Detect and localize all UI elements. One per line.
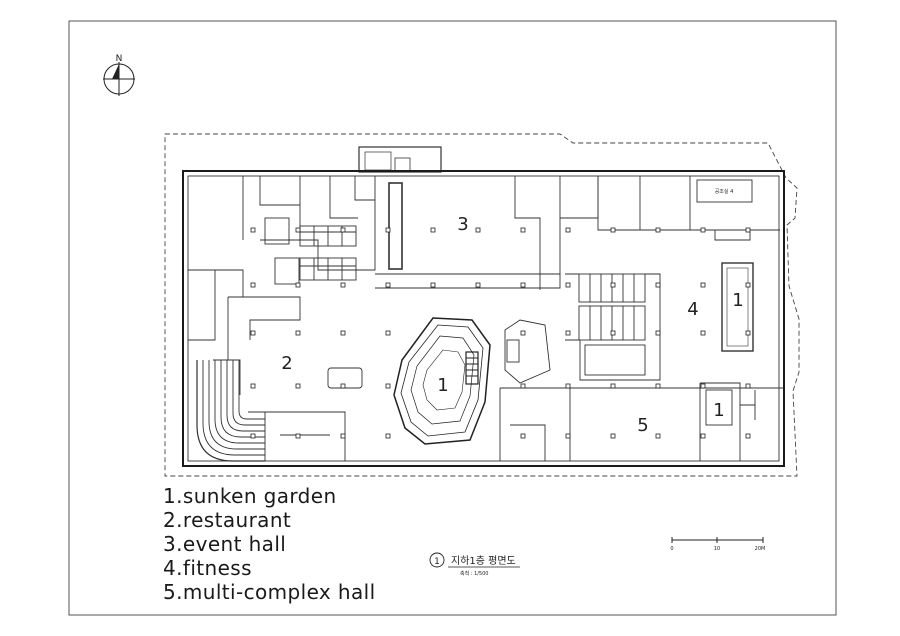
zone-label-sunken-garden-east: 1: [732, 290, 743, 311]
column-marker: [745, 282, 751, 288]
column-marker: [610, 282, 616, 288]
column-marker: [700, 282, 706, 288]
column-marker: [520, 383, 526, 389]
drawing-title: 지하1층 평면도: [451, 554, 516, 567]
building-outline: [182, 170, 785, 467]
column-marker: [340, 383, 346, 389]
title-number: 1: [434, 557, 440, 567]
column-marker: [250, 282, 256, 288]
legend-item-fitness: 4.fitness: [163, 556, 252, 580]
title-number-circle: [429, 552, 445, 568]
column-marker: [565, 227, 571, 233]
column-marker: [610, 433, 616, 439]
column-marker: [340, 282, 346, 288]
column-marker: [655, 227, 661, 233]
column-marker: [655, 282, 661, 288]
column-marker: [745, 227, 751, 233]
column-marker: [475, 227, 481, 233]
column-marker: [250, 383, 256, 389]
north-label: N: [116, 54, 123, 64]
north-arrow-icon: N: [103, 54, 135, 96]
column-marker: [250, 433, 256, 439]
column-marker: [565, 282, 571, 288]
legend-item-multi-complex-hall: 5.multi-complex hall: [163, 580, 376, 604]
column-marker: [700, 227, 706, 233]
column-marker: [295, 433, 301, 439]
column-marker: [610, 383, 616, 389]
column-marker: [745, 383, 751, 389]
zone-label-sunken-garden-southeast: 1: [713, 400, 724, 421]
legend-item-restaurant: 2.restaurant: [163, 508, 292, 532]
column-marker: [565, 383, 571, 389]
zone-label-event-hall: 3: [457, 214, 468, 235]
drawing-scale-text: 축척 : 1/500: [460, 570, 488, 577]
column-marker: [610, 330, 616, 336]
structural-columns: [250, 227, 751, 439]
column-marker: [745, 433, 751, 439]
zone-label-multi-complex-hall: 5: [637, 415, 648, 436]
zone-label-fitness: 4: [687, 299, 698, 320]
column-marker: [385, 227, 391, 233]
scale-bar-label-20m: 20M: [755, 546, 766, 552]
column-marker: [700, 330, 706, 336]
column-marker: [385, 383, 391, 389]
column-marker: [385, 433, 391, 439]
column-marker: [610, 227, 616, 233]
column-marker: [565, 433, 571, 439]
column-marker: [340, 227, 346, 233]
column-marker: [520, 330, 526, 336]
column-marker: [430, 282, 436, 288]
column-marker: [295, 383, 301, 389]
column-marker: [295, 330, 301, 336]
column-marker: [700, 383, 706, 389]
column-marker: [520, 433, 526, 439]
legend-item-event-hall: 3.event hall: [163, 532, 287, 556]
column-marker: [250, 227, 256, 233]
column-marker: [520, 227, 526, 233]
column-marker: [745, 330, 751, 336]
column-marker: [430, 227, 436, 233]
column-marker: [340, 330, 346, 336]
zone-label-restaurant: 2: [281, 353, 292, 374]
drawing-title-block: 1 지하1층 평면도 축척 : 1/500: [429, 552, 520, 577]
column-marker: [340, 433, 346, 439]
column-marker: [520, 282, 526, 288]
sunken-garden-court: [393, 317, 491, 445]
room-sign: 공조실 4: [715, 188, 734, 195]
column-marker: [700, 433, 706, 439]
column-marker: [385, 330, 391, 336]
scale-bar-label-0: 0: [670, 546, 673, 552]
zone-label-sunken-garden-center: 1: [437, 375, 448, 396]
site-boundary: [164, 133, 800, 477]
sheet-border: [68, 20, 837, 616]
column-marker: [385, 282, 391, 288]
interior-walls: [188, 176, 783, 462]
scale-bar-label-10: 10: [714, 546, 720, 552]
column-marker: [655, 383, 661, 389]
column-marker: [655, 433, 661, 439]
column-marker: [475, 282, 481, 288]
scale-bar: 0 10 20M: [670, 537, 765, 552]
column-marker: [295, 282, 301, 288]
column-marker: [565, 330, 571, 336]
legend-item-sunken-garden: 1.sunken garden: [163, 484, 337, 508]
zone-labels: 3 2 1 4 1 1 5: [281, 214, 743, 436]
column-marker: [295, 227, 301, 233]
column-marker: [655, 330, 661, 336]
column-marker: [250, 330, 256, 336]
